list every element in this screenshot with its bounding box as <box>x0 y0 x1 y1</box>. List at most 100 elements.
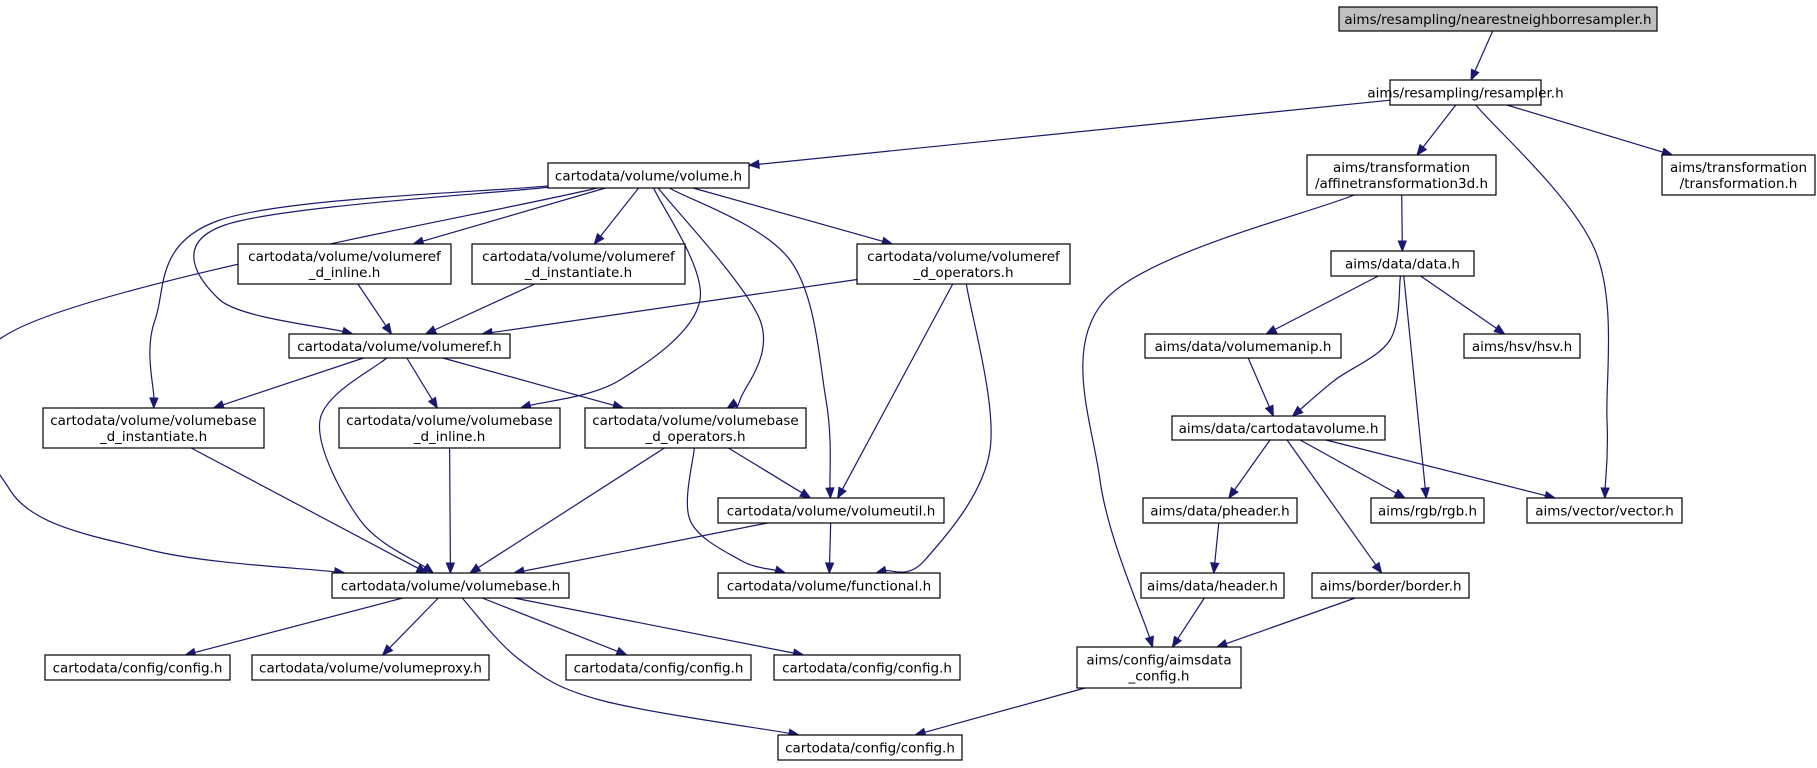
arrowhead-icon <box>468 563 482 574</box>
node-vb_inst[interactable]: cartodata/volume/volumebase_d_instantiat… <box>42 407 265 449</box>
edge-line <box>884 283 992 573</box>
node-box <box>1306 154 1497 196</box>
edge-volume-to-volumeutil <box>669 187 835 500</box>
node-box <box>44 654 231 681</box>
arrowhead-icon <box>1264 404 1274 418</box>
node-label: _d_operators.h <box>912 265 1013 281</box>
edge-line <box>1082 194 1355 639</box>
node-cartodatavolume[interactable]: aims/data/cartodatavolume.h <box>1171 415 1386 441</box>
edge-line <box>1401 194 1403 243</box>
edge-resampler-to-vector <box>1475 104 1610 500</box>
node-box <box>331 572 570 599</box>
node-vector[interactable]: aims/vector/vector.h <box>1526 497 1683 524</box>
node-border[interactable]: aims/border/border.h <box>1311 572 1470 599</box>
edge-vb_ops-to-volumebase <box>468 447 665 574</box>
edge-line <box>1176 597 1205 640</box>
node-volumeref[interactable]: cartodata/volume/volumeref.h <box>288 333 511 359</box>
node-box <box>547 162 750 189</box>
node-config4[interactable]: cartodata/config/config.h <box>777 734 963 761</box>
arrowhead-icon <box>799 488 812 499</box>
node-label: cartodata/volume/volumebase <box>50 413 257 429</box>
node-config1[interactable]: cartodata/config/config.h <box>44 654 231 681</box>
node-resampler[interactable]: aims/resampling/resampler.h <box>1367 79 1564 106</box>
node-label: _d_operators.h <box>644 429 745 445</box>
node-box <box>42 407 265 449</box>
node-volumeutil[interactable]: cartodata/volume/volumeutil.h <box>717 497 945 524</box>
node-box <box>1171 415 1386 441</box>
edge-volume-to-vb_inline <box>519 187 702 410</box>
edge-affine-to-data <box>1397 194 1407 253</box>
node-volumebase[interactable]: cartodata/volume/volumebase.h <box>331 572 570 599</box>
node-box <box>471 243 686 285</box>
edge-line <box>1299 275 1402 411</box>
edge-vb_ops-to-volumeutil <box>728 447 812 499</box>
edge-line <box>357 283 387 327</box>
edge-cartodatavolume-to-vector <box>1325 439 1557 501</box>
node-vr_ops[interactable]: cartodata/volume/volumeref_d_operators.h <box>856 243 1071 285</box>
edge-line <box>1225 597 1356 645</box>
edge-line <box>461 597 791 735</box>
edge-border-to-aimsdata_config <box>1215 597 1356 648</box>
edge-line <box>1403 275 1426 490</box>
node-transformation[interactable]: aims/transformation/transformation.h <box>1661 154 1816 196</box>
node-label: cartodata/volume/volumebase <box>592 413 799 429</box>
node-box <box>1370 497 1485 524</box>
node-aimsdata_config[interactable]: aims/config/aimsdata_config.h <box>1076 646 1242 689</box>
edge-line <box>828 522 832 565</box>
edge-line <box>1475 104 1610 490</box>
arrowhead-icon <box>1470 68 1480 82</box>
node-config2[interactable]: cartodata/config/config.h <box>565 654 752 681</box>
node-rgb[interactable]: aims/rgb/rgb.h <box>1370 497 1485 524</box>
arrowhead-icon <box>747 159 760 169</box>
node-data[interactable]: aims/data/data.h <box>1330 250 1475 277</box>
node-volumeproxy[interactable]: cartodata/volume/volumeproxy.h <box>251 654 490 681</box>
node-label: cartodata/config/config.h <box>785 741 955 757</box>
node-label: aims/data/data.h <box>1345 257 1460 273</box>
edge-line <box>433 283 536 331</box>
node-vb_inline[interactable]: cartodata/volume/volumebase_d_inline.h <box>338 407 561 449</box>
edge-line <box>599 187 640 238</box>
node-header[interactable]: aims/data/header.h <box>1140 572 1285 599</box>
node-label: aims/hsv/hsv.h <box>1472 339 1572 355</box>
node-functional[interactable]: cartodata/volume/functional.h <box>717 572 941 599</box>
node-label: aims/resampling/nearestneighborresampler… <box>1344 12 1651 28</box>
arrowhead-icon <box>1397 240 1407 253</box>
node-label: aims/border/border.h <box>1319 579 1461 595</box>
node-box <box>1463 333 1581 359</box>
node-label: _d_instantiate.h <box>99 429 207 445</box>
node-box <box>1311 572 1470 599</box>
arrowhead-icon <box>1210 562 1220 575</box>
node-pheader[interactable]: aims/data/pheader.h <box>1142 497 1298 524</box>
node-label: cartodata/volume/volumeref <box>248 249 442 265</box>
edge-pheader-to-header <box>1210 522 1220 575</box>
node-vb_ops[interactable]: cartodata/volume/volumebase_d_operators.… <box>584 407 807 449</box>
edge-line <box>1286 439 1377 567</box>
edge-volumeref-to-volumebase <box>318 357 435 574</box>
node-vr_inst[interactable]: cartodata/volume/volumeref_d_instantiate… <box>471 243 686 285</box>
arrowhead-icon <box>1265 324 1278 335</box>
node-hsv[interactable]: aims/hsv/hsv.h <box>1463 333 1581 359</box>
node-vr_inline[interactable]: cartodata/volume/volumeref_d_inline.h <box>237 243 452 285</box>
node-box <box>1330 250 1475 277</box>
arrowhead-icon <box>1600 487 1610 500</box>
node-volumemanip[interactable]: aims/data/volumemanip.h <box>1144 333 1342 359</box>
edge-line <box>841 283 954 491</box>
edge-volumeref-to-vb_inst <box>212 357 364 410</box>
edge-resampler-to-transformation <box>1506 104 1674 157</box>
node-config3[interactable]: cartodata/config/config.h <box>773 654 961 681</box>
node-volume[interactable]: cartodata/volume/volume.h <box>547 162 750 189</box>
edge-line <box>490 278 858 334</box>
edge-line <box>657 187 765 408</box>
edge-line <box>477 447 665 569</box>
node-label: aims/data/header.h <box>1147 579 1278 595</box>
edge-line <box>1214 522 1220 565</box>
edge-cartodatavolume-to-border <box>1286 439 1383 575</box>
node-affine[interactable]: aims/transformation/affinetransformation… <box>1306 154 1497 196</box>
edge-volume-to-vb_inst <box>149 185 549 410</box>
arrowhead-icon <box>1215 639 1229 648</box>
edge-vb_ops-to-functional <box>686 447 787 575</box>
edge-line <box>193 186 549 333</box>
arrowhead-icon <box>1416 143 1428 157</box>
edge-volume-to-vr_inst <box>593 187 640 246</box>
